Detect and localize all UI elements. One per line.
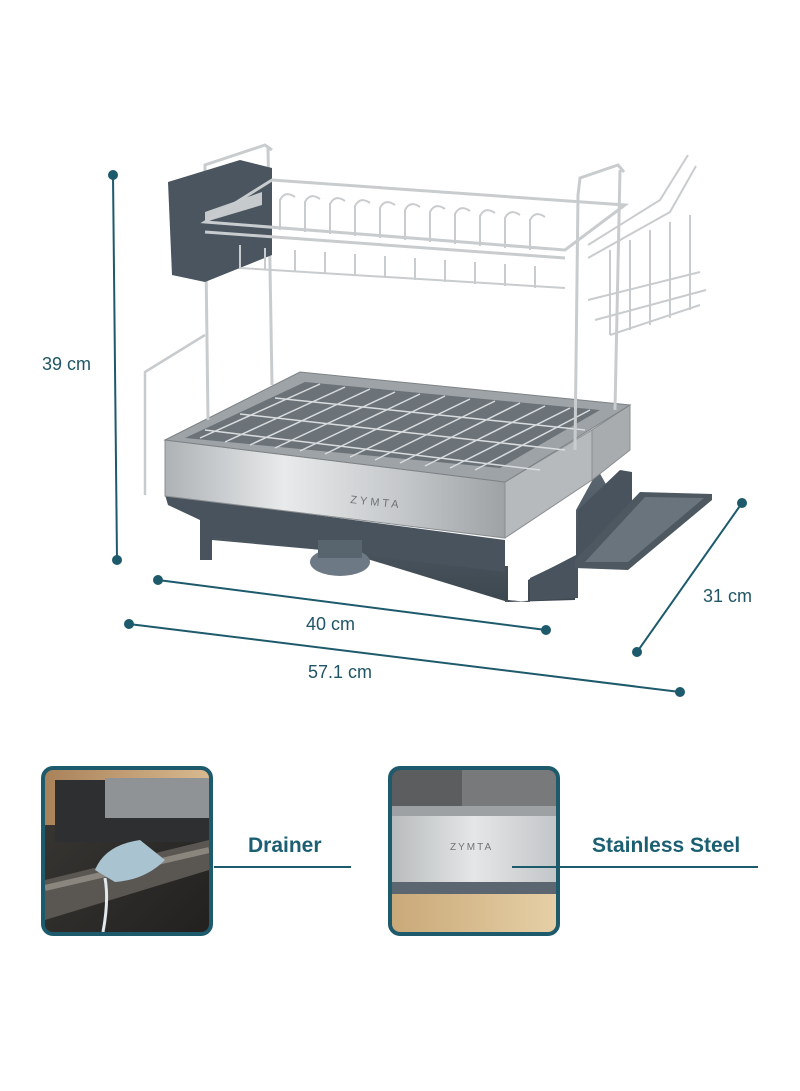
basin-brand-text: ZYMTA: [350, 494, 402, 511]
inner-width-dimension-label: 40 cm: [306, 614, 356, 634]
stainless-steel-feature-label: Stainless Steel: [592, 834, 741, 857]
dish-rack-illustration: ZYMTA: [108, 143, 747, 697]
drainer-spout-shape: [95, 840, 165, 882]
steel-pointer-line: [512, 866, 758, 868]
drainer-feature-label: Drainer: [248, 834, 322, 857]
cup-holder: [168, 160, 272, 282]
upper-rack-frame: [200, 178, 630, 252]
stainless-steel-closeup-image: ZYMTA: [388, 766, 560, 936]
height-dimension-label: 39 cm: [42, 354, 92, 374]
steel-panel: [392, 816, 556, 886]
total-width-dimension-label: 57.1 cm: [308, 662, 373, 682]
drainer-closeup-image: [41, 766, 213, 936]
depth-dimension-label: 31 cm: [703, 586, 753, 606]
panel-brand-text: ZYMTA: [450, 842, 493, 853]
drainer-pointer-line: [214, 866, 351, 868]
